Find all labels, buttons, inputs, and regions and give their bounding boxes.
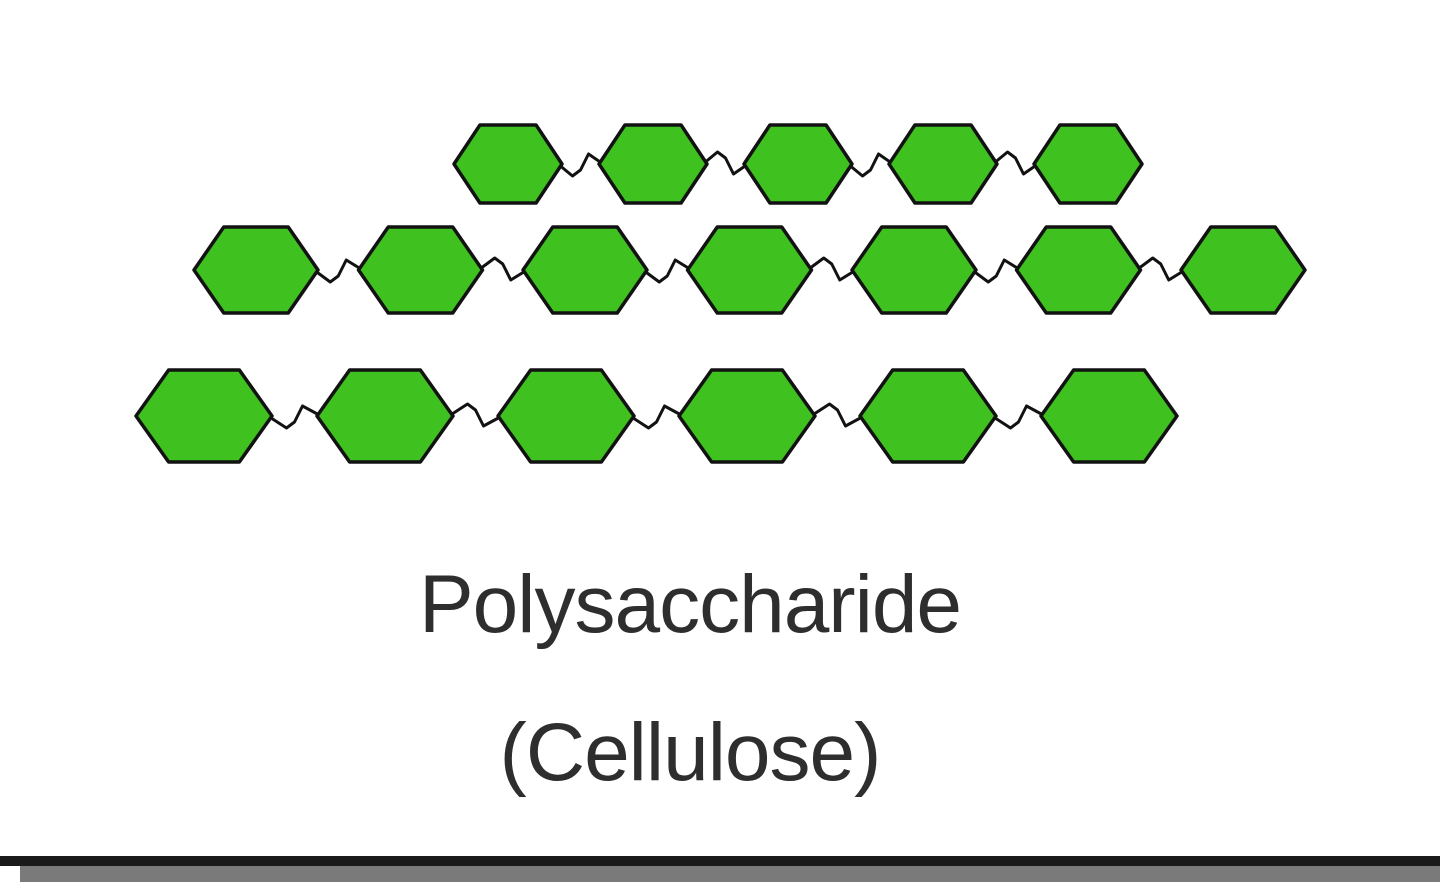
glucose-monomer: [742, 123, 854, 205]
glucose-monomer: [597, 123, 709, 205]
caption-title: Polysaccharide: [418, 559, 962, 650]
glycosidic-bond: [702, 150, 749, 176]
glucose-monomer: [134, 368, 274, 464]
glucose-monomer: [1179, 225, 1307, 315]
glycosidic-bond: [847, 152, 894, 178]
glucose-monomer: [677, 368, 817, 464]
glycosidic-bond: [991, 404, 1046, 430]
glucose-monomer: [858, 368, 998, 464]
glucose-monomer: [192, 225, 320, 315]
glycosidic-bond: [992, 150, 1039, 176]
glucose-monomer: [1014, 225, 1143, 315]
glycosidic-bond: [629, 404, 684, 430]
glycosidic-bond: [642, 258, 693, 284]
glucose-monomer: [1039, 368, 1179, 464]
glycosidic-bond: [477, 256, 528, 282]
glycosidic-bond: [557, 152, 604, 178]
caption-subtitle: (Cellulose): [499, 707, 882, 798]
glycosidic-bond: [267, 404, 322, 430]
glycosidic-bond: [806, 256, 857, 282]
glucose-monomer: [1032, 123, 1144, 205]
glucose-monomer: [356, 225, 485, 315]
glucose-monomer: [521, 225, 649, 315]
glucose-monomer: [315, 368, 455, 464]
chain-3: [134, 368, 1179, 464]
glycosidic-bond: [448, 402, 503, 428]
chain-2: [192, 225, 1307, 315]
glucose-monomer: [850, 225, 978, 315]
glycosidic-bond: [810, 402, 865, 428]
glycosidic-bond: [1135, 256, 1186, 282]
glucose-monomer: [496, 368, 636, 464]
bottom-divider-shadow: [20, 866, 1440, 882]
bottom-divider: [0, 856, 1440, 866]
glycosidic-bond: [313, 258, 364, 284]
glycosidic-bond: [971, 258, 1022, 284]
chain-1: [452, 123, 1144, 205]
glucose-monomer: [452, 123, 564, 205]
glucose-monomer: [685, 225, 814, 315]
glucose-monomer: [887, 123, 999, 205]
